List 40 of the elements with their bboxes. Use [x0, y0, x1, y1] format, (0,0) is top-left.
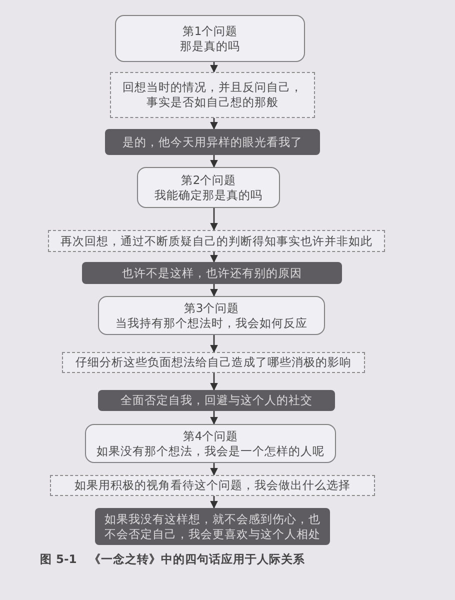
dashed-box [110, 72, 315, 118]
question-box [98, 296, 325, 335]
box-text: 如果没有那个想法，我会是一个怎样的人呢 [96, 444, 324, 458]
figure-caption: 图 5-1 《一念之转》中的四句话应用于人际关系 [40, 552, 306, 567]
question-box [85, 424, 336, 463]
dashed-box [48, 230, 385, 252]
question-heading: 第4个问题 [182, 428, 238, 444]
box-text: 当我持有那个想法时，我会如何反应 [116, 316, 308, 330]
box-text: 也许不是这样，也许还有别的原因 [122, 266, 302, 280]
dashed-box [50, 475, 375, 496]
arrow [210, 411, 218, 425]
arrow [210, 463, 218, 476]
question-heading: 第3个问题 [184, 300, 240, 316]
answer-box [105, 129, 320, 155]
box-text: 如果我没有这样想，就不会感到伤心，也不会否定自己，我会更喜欢与这个人相处 [104, 512, 322, 542]
box-text: 我能确定那是真的吗 [154, 188, 262, 202]
answer-box [98, 390, 335, 411]
arrow [210, 373, 218, 391]
arrow [210, 62, 218, 73]
box-text: 全面否定自我，回避与这个人的社交 [120, 393, 312, 408]
box-text: 如果用积极的视角看待这个问题，我会做出什么选择 [74, 478, 350, 493]
question-heading: 第2个问题 [180, 172, 236, 188]
question-heading: 第1个问题 [182, 24, 238, 38]
dashed-box [62, 352, 365, 373]
answer-box [95, 508, 330, 545]
arrow [210, 208, 218, 231]
arrow [210, 252, 218, 263]
box-text: 那是真的吗 [180, 38, 240, 54]
box-text: 再次回想，通过不断质疑自己的判断得知事实也许并非如此 [60, 234, 372, 248]
arrow [210, 335, 218, 353]
box-text: 是的，他今天用异样的眼光看我了 [122, 134, 302, 150]
question-box [137, 167, 280, 208]
box-text: 回想当时的情况，并且反问自己，事实是否如自己想的那般 [122, 80, 304, 110]
answer-box [82, 262, 342, 284]
arrow [210, 155, 218, 168]
arrow [210, 118, 218, 130]
box-text: 仔细分析这些负面想法给自己造成了哪些消极的影响 [76, 355, 352, 370]
arrow [210, 284, 218, 297]
arrow [210, 496, 218, 509]
question-box [115, 15, 305, 62]
